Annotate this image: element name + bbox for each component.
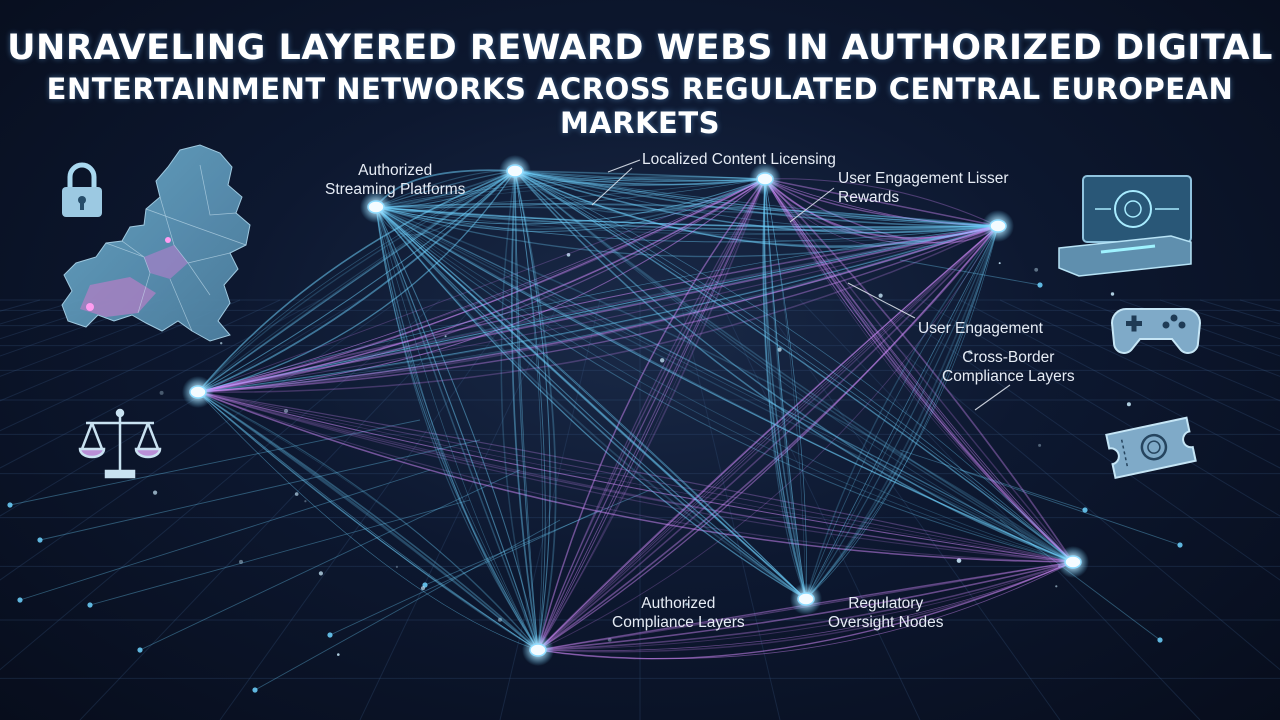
perspective-grid [0, 299, 1280, 720]
title-line-2: ENTERTAINMENT NETWORKS ACROSS REGULATED … [46, 72, 1234, 140]
label-content-licensing: Localized Content Licensing [642, 151, 836, 168]
label-streaming-platforms: Authorized Streaming Platforms [325, 162, 466, 198]
padlock-icon [62, 162, 102, 217]
label-authorized-compliance: Authorized Compliance Layers [612, 595, 745, 631]
europe-map-icon [61, 144, 251, 342]
reward-web-bundles [197, 169, 1074, 660]
title-line-1: UNRAVELING LAYERED REWARD WEBS IN AUTHOR… [7, 28, 1273, 68]
gamepad-icon [1110, 308, 1202, 354]
ticket-icon [1105, 416, 1197, 480]
label-regulatory-oversight: Regulatory Oversight Nodes [828, 595, 944, 631]
label-cross-border-compliance: Cross-Border Compliance Layers [942, 349, 1075, 385]
callout-lines [591, 159, 1011, 411]
gaming-console-icon [1058, 175, 1192, 277]
label-user-engagement: User Engagement [918, 320, 1043, 337]
scales-of-justice-icon [78, 408, 162, 479]
label-engagement-rewards: User Engagement Lisser Rewards [838, 170, 1009, 206]
network-nodes [182, 155, 1089, 666]
